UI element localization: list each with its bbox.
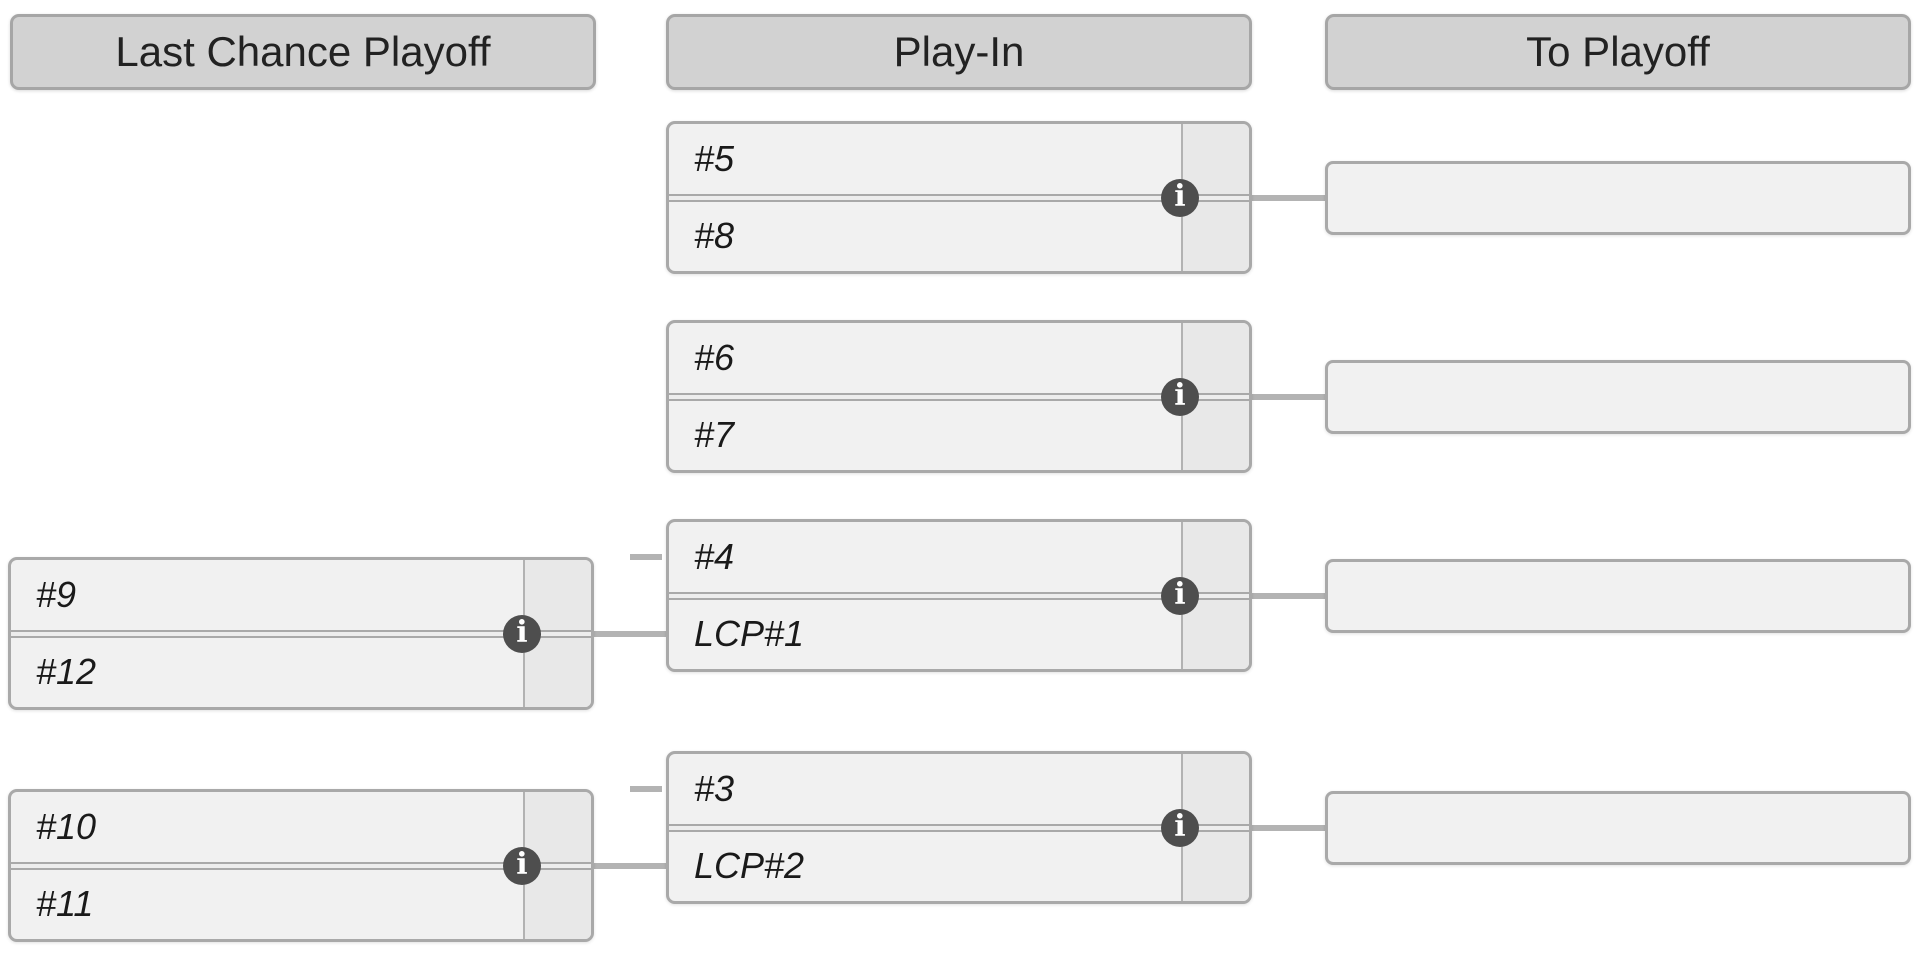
bye-stub-connector — [630, 554, 662, 560]
info-icon[interactable]: i — [1161, 178, 1199, 217]
connector-line — [594, 631, 666, 637]
team-label: #8 — [694, 215, 735, 256]
team-slot-bottom: LCP#1 — [669, 599, 1181, 669]
column-header-play-in: Play-In — [666, 14, 1252, 90]
column-header-last-chance-playoff: Last Chance Playoff — [10, 14, 596, 90]
team-slot-top: #4 — [669, 522, 1181, 592]
row-separator — [669, 392, 1249, 401]
team-label: LCP#1 — [694, 613, 805, 654]
team-slot-bottom: #7 — [669, 400, 1181, 470]
team-slot-bottom: LCP#2 — [669, 831, 1181, 901]
connector-line — [594, 863, 666, 869]
info-icon[interactable]: i — [1161, 377, 1199, 416]
team-slot-top: #3 — [669, 754, 1181, 824]
team-label: #5 — [694, 138, 735, 179]
connector-line — [1252, 195, 1325, 201]
info-icon[interactable]: i — [1161, 808, 1199, 847]
match-lcp-2[interactable]: #10 #11 i — [8, 789, 594, 942]
playoff-slot-1 — [1325, 161, 1911, 235]
team-label: LCP#2 — [694, 845, 805, 886]
team-slot-top: #6 — [669, 323, 1181, 393]
match-playin-2[interactable]: #6 #7 i — [666, 320, 1252, 473]
row-separator — [669, 193, 1249, 202]
team-label: #10 — [36, 806, 97, 847]
playoff-slot-2 — [1325, 360, 1911, 434]
info-glyph: i — [1174, 178, 1186, 214]
team-slot-bottom: #11 — [11, 869, 523, 939]
info-glyph: i — [516, 846, 528, 882]
match-lcp-1[interactable]: #9 #12 i — [8, 557, 594, 710]
connector-line — [1252, 825, 1325, 831]
team-slot-bottom: #12 — [11, 637, 523, 707]
team-slot-bottom: #8 — [669, 201, 1181, 271]
team-label: #3 — [694, 768, 735, 809]
playoff-slot-3 — [1325, 559, 1911, 633]
team-label: #6 — [694, 337, 735, 378]
team-slot-top: #9 — [11, 560, 523, 630]
team-slot-top: #5 — [669, 124, 1181, 194]
connector-line — [1252, 593, 1325, 599]
playoff-slot-4 — [1325, 791, 1911, 865]
row-separator — [669, 823, 1249, 832]
team-label: #4 — [694, 536, 735, 577]
info-glyph: i — [1174, 377, 1186, 413]
row-separator — [11, 861, 591, 870]
bye-stub-connector — [630, 786, 662, 792]
row-separator — [669, 591, 1249, 600]
team-label: #7 — [694, 414, 735, 455]
info-icon[interactable]: i — [503, 614, 541, 653]
column-header-to-playoff: To Playoff — [1325, 14, 1911, 90]
row-separator — [11, 629, 591, 638]
info-icon[interactable]: i — [1161, 576, 1199, 615]
info-glyph: i — [1174, 576, 1186, 612]
match-playin-4[interactable]: #3 LCP#2 i — [666, 751, 1252, 904]
team-label: #11 — [36, 883, 94, 924]
team-slot-top: #10 — [11, 792, 523, 862]
info-glyph: i — [1174, 808, 1186, 844]
match-playin-1[interactable]: #5 #8 i — [666, 121, 1252, 274]
info-glyph: i — [516, 614, 528, 650]
info-icon[interactable]: i — [503, 846, 541, 885]
connector-line — [1252, 394, 1325, 400]
match-playin-3[interactable]: #4 LCP#1 i — [666, 519, 1252, 672]
team-label: #12 — [36, 651, 97, 692]
team-label: #9 — [36, 574, 77, 615]
